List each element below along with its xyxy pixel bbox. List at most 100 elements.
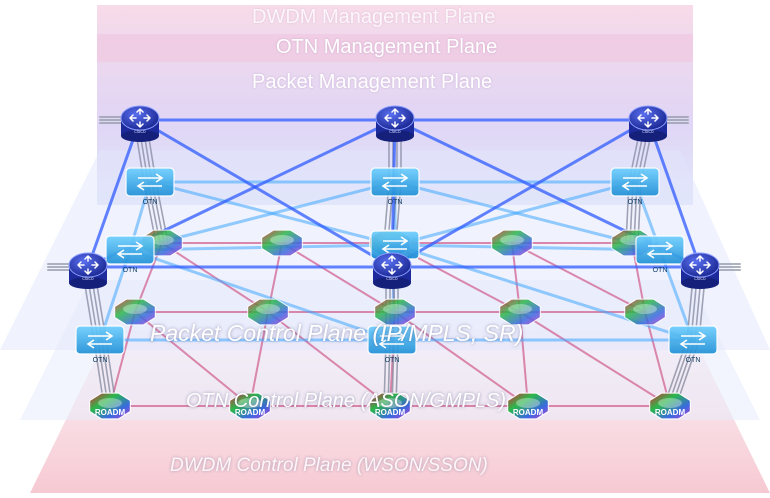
dwdm-link — [519, 311, 529, 407]
router-base — [681, 277, 719, 289]
packet-link — [138, 118, 394, 269]
roadm-shape — [247, 298, 289, 326]
roadm-node: ROADM — [507, 392, 549, 420]
packet-link — [390, 118, 650, 269]
roadm-highlight — [658, 398, 682, 408]
dwdm-link — [511, 242, 646, 313]
roadm-node: ROADM — [89, 392, 131, 420]
roadm-highlight — [270, 235, 294, 245]
packet-link — [86, 118, 142, 269]
roadm-highlight — [238, 398, 262, 408]
router-base — [121, 130, 159, 142]
otn-switch-node: OTN — [635, 235, 685, 274]
router-brand-label: cisco — [134, 129, 146, 135]
roadm-label: ROADM — [655, 408, 686, 417]
otn-label: OTN — [653, 267, 668, 274]
dwdm-link — [267, 311, 391, 407]
roadm-highlight — [123, 304, 147, 314]
otn-switch-body — [125, 167, 175, 197]
roadm-node — [624, 298, 666, 326]
router-node: cisco — [372, 252, 412, 289]
roadm-node: ROADM — [229, 392, 271, 420]
otn-label: OTN — [686, 357, 701, 364]
dwdm-link — [249, 311, 269, 407]
roadm-shape — [89, 392, 131, 420]
roadm-shape — [491, 229, 533, 257]
otn-switch-body — [105, 235, 155, 265]
roadm-node — [261, 229, 303, 257]
router-top — [372, 252, 412, 278]
otn-switch-node: OTN — [105, 235, 155, 274]
roadm-highlight — [98, 398, 122, 408]
otn-label: OTN — [385, 357, 400, 364]
router-brand-label: cisco — [694, 276, 706, 282]
router-arrows-icon — [689, 255, 711, 275]
router-arrows-icon — [384, 108, 406, 128]
packet-control-plane-label: Packet Control Plane (IP/MPLS, SR) — [150, 320, 524, 346]
router-brand-label: cisco — [386, 276, 398, 282]
roadm-shape — [499, 298, 541, 326]
switch-arrows-icon — [381, 236, 409, 254]
switch-arrows-icon — [646, 241, 674, 259]
otn-switch-node: OTN — [367, 325, 417, 364]
otn-switch-body — [610, 167, 660, 197]
roadm-label: ROADM — [513, 408, 544, 417]
roadm-highlight — [256, 304, 280, 314]
roadm-node: ROADM — [649, 392, 691, 420]
router-base — [629, 130, 667, 142]
roadm-node — [374, 298, 416, 326]
management-plane-band-otn — [97, 34, 693, 62]
otn-switch-node: OTN — [610, 167, 660, 206]
otn-label: OTN — [388, 199, 403, 206]
roadm-shape — [624, 298, 666, 326]
otn-link — [98, 248, 132, 342]
otn-switch-node: OTN — [125, 167, 175, 206]
router-top — [680, 252, 720, 278]
otn-switch-node: OTN — [668, 325, 718, 364]
roadm-node — [499, 298, 541, 326]
router-arrows-icon — [77, 255, 99, 275]
dwdm-link — [644, 311, 671, 407]
router-base — [373, 277, 411, 289]
dwdm-link — [161, 242, 269, 313]
dwdm-link — [394, 311, 529, 407]
switch-arrows-icon — [679, 331, 707, 349]
router-top — [628, 105, 668, 131]
router-base — [69, 277, 107, 289]
roadm-highlight — [508, 304, 532, 314]
dwdm-link — [519, 311, 671, 407]
roadm-shape — [369, 392, 411, 420]
roadm-highlight — [378, 398, 402, 408]
otn-node-group: OTNOTNOTNOTNOTNOTNOTNOTNOTN — [75, 167, 718, 364]
otn-link — [128, 248, 394, 342]
otn-label: OTN — [628, 199, 643, 206]
otn-label: OTN — [143, 199, 158, 206]
dwdm-link — [134, 311, 251, 407]
roadm-shape — [229, 392, 271, 420]
roadm-node — [114, 298, 156, 326]
otn-switch-node: OTN — [370, 167, 420, 206]
router-node: cisco — [68, 252, 108, 289]
router-node: cisco — [375, 105, 415, 142]
otn-link — [393, 180, 637, 247]
router-node: cisco — [120, 105, 160, 142]
roadm-highlight — [633, 304, 657, 314]
switch-arrows-icon — [381, 173, 409, 191]
otn-switch-node: OTN — [75, 325, 125, 364]
otn-label: OTN — [93, 357, 108, 364]
switch-arrows-icon — [378, 331, 406, 349]
otn-label: OTN — [123, 267, 138, 274]
router-node: cisco — [680, 252, 720, 289]
roadm-shape — [114, 298, 156, 326]
switch-arrows-icon — [621, 173, 649, 191]
roadm-highlight — [500, 235, 524, 245]
router-brand-label: cisco — [82, 276, 94, 282]
otn-management-plane-label: OTN Management Plane — [276, 36, 498, 58]
roadm-shape — [261, 229, 303, 257]
router-top — [68, 252, 108, 278]
router-base — [376, 130, 414, 142]
roadm-node — [247, 298, 289, 326]
